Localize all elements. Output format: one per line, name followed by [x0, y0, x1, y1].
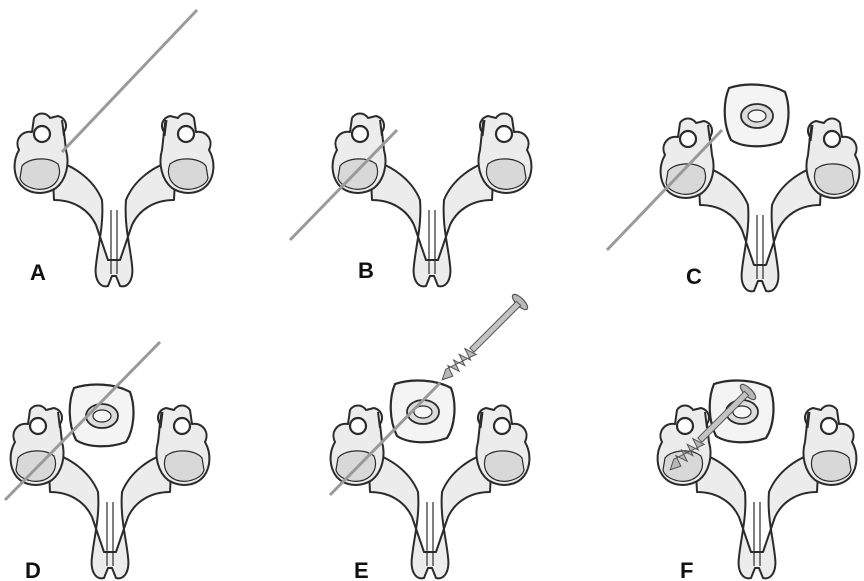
panel-f: F	[658, 381, 857, 581]
panel-label-e: E	[354, 558, 369, 581]
panel-e: E	[330, 292, 530, 581]
panel-label-a: A	[30, 260, 46, 285]
panel-label-c: C	[686, 264, 702, 289]
bone-graft	[391, 381, 455, 443]
panel-c: C	[607, 85, 859, 292]
panel-label-b: B	[358, 258, 374, 283]
panel-label-d: D	[25, 558, 41, 581]
panel-b: B	[290, 114, 531, 287]
panel-label-f: F	[680, 558, 693, 581]
bone-graft	[725, 85, 789, 147]
screw	[435, 292, 530, 387]
bone-graft	[70, 385, 134, 447]
panel-d: D	[5, 342, 209, 581]
panel-a: A	[15, 10, 214, 286]
